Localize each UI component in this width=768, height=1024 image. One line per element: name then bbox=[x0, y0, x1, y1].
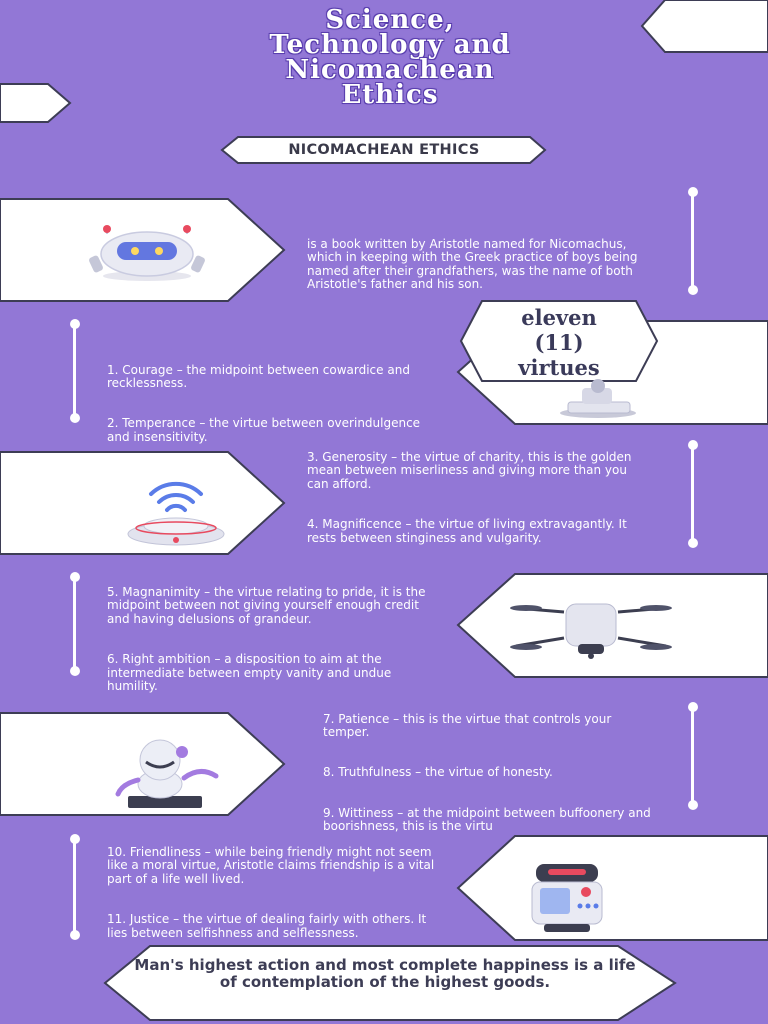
divider-row-5 bbox=[687, 702, 698, 810]
robot-waving-icon bbox=[115, 739, 219, 808]
virtues-text-1-2: 1. Courage – the midpoint between coward… bbox=[107, 362, 421, 444]
divider-row-2 bbox=[69, 319, 80, 423]
virtues-text-5-6: 5. Magnanimity – the virtue relating to … bbox=[107, 584, 426, 694]
divider-row-1 bbox=[687, 187, 698, 295]
virtues-text-3-4: 3. Generosity – the virtue of charity, t… bbox=[307, 449, 632, 545]
wifi-beacon-icon bbox=[127, 481, 225, 546]
divider-row-4 bbox=[69, 572, 80, 676]
divider-row-6 bbox=[69, 834, 80, 940]
page-title: Science, Technology and Nicomachean Ethi… bbox=[269, 5, 511, 110]
robot-head-icon bbox=[89, 225, 205, 281]
divider-row-3 bbox=[687, 440, 698, 548]
robot-terminal-icon bbox=[531, 864, 603, 932]
conclusion-text: Man's highest action and most complete h… bbox=[134, 956, 636, 991]
section-label: NICOMACHEAN ETHICS bbox=[288, 142, 480, 158]
virtues-text-10-11: 10. Friendliness – while being friendly … bbox=[107, 844, 435, 940]
drone-icon bbox=[510, 603, 672, 659]
robot-arm-icon bbox=[560, 379, 636, 418]
virtues-text-7-9: 7. Patience – this is the virtue that co… bbox=[323, 711, 651, 834]
virtues-badge: eleven (11) virtues bbox=[518, 304, 600, 380]
intro-text: is a book written by Aristotle named for… bbox=[307, 236, 638, 292]
